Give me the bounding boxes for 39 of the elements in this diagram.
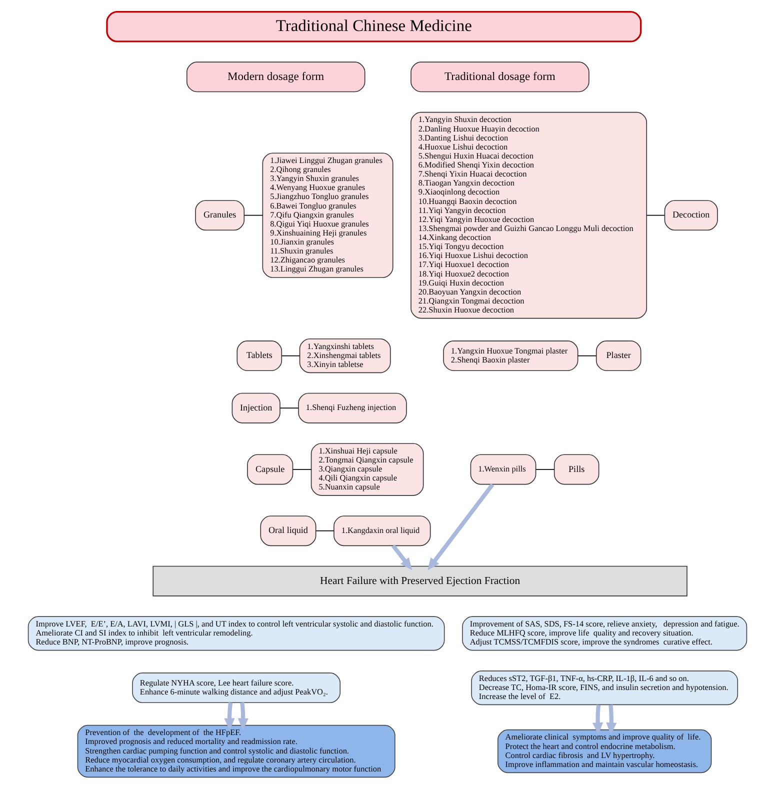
node-box: 1.Shenqi Fuzheng injection: [298, 392, 407, 424]
arrow: [428, 483, 494, 570]
node-box: 1.Jiawei Linggui Zhugan granules 2.Qihong granules 3.Yangyin Shuxin granules 4.Wenyang Huoxue granules 5.Jiangzhuo Tongluo granules 6.Bawei Tongluo granules 7.Qifu Qiangxin granules 8.Qigui Yiqi Huoxue granules 9.Xinshuaining Heji granules 10.Jianxin granules 11.Shuxin granules 12.Zhigancao granules 13.Linggui Zhugan granules: [262, 152, 394, 278]
arrow: [238, 702, 248, 730]
node-box: Traditional dosage form: [410, 62, 590, 92]
connector: [646, 214, 665, 216]
arrow: [391, 544, 412, 570]
node-box: Improve LVEF, E/E’, E/A, LAVI, LVMI, | GLS |, and UT index to control left ventricular systolic and diastolic function. Ameliorate CI and SI index to inhibit left ventricular remodeling. Reduce BNP, NT-ProBNP, improve prognosis.: [28, 616, 445, 651]
arrow: [606, 704, 617, 735]
connector: [316, 530, 334, 532]
node-box: 1.Yangyin Shuxin decoction 2.Danling Huoxue Huayin decoction 3.Danting Lishui decoction 4.Huoxue Lishui decoction 5.Shengui Huxin Huacai decoction 6.Modified Shenqi Yixin decoction 7.Shenqi Yixin Huacai decoction 8.Tiaogan Yangxin decoction 9.Xiaoqinlong decoction 10.Huangqi Baoxin decoction 11.Yiqi Yangyin decoction 12.Yiqi Yangyin Huoxue decoction 13.Shengmai powder and Guizhi Gancao Longgu Muli decoction 14.Xinkang decoction 15.Yiqi Tongyu decoction 16.Yiqi Huoxue Lishui decoction 17.Yiqi Huoxue1 decoction 18.Yiqi Huoxue2 decoction 19.Guiqi Huxin decoction 20.Baoyuan Yangxin decoction 21.Qiangxin Tongmai decoction 22.Shuxin Huoxue decoction: [410, 112, 648, 319]
node-box: Ameliorate clinical symptoms and improve quality of life. Protect the heart and control endocrine metabolism. Control cardiac fibrosis and LV hypertrophy. Improve inflammation and maintain vascular homeostasis.: [497, 729, 712, 774]
node-box: Prevention of the development of the HFpEF. Improved prognosis and reduced mortality and readmission rate. Strengthen cardiac pumping function and control systolic and diastolic function. Reduce myocardial oxygen consumption, and regulate coronary artery circulation. Enhance the tolerance to daily activities and improve the cardiopulmonary motor function: [77, 724, 396, 778]
node-box: 1.Yangxin Huoxue Tongmai plaster 2.Shenqi Baoxin plaster: [443, 340, 578, 372]
node-box: Tablets: [236, 340, 282, 372]
connector: [292, 469, 312, 470]
node-box: Traditional Chinese Medicine: [106, 11, 642, 42]
arrow: [224, 702, 235, 730]
connector: [536, 469, 554, 470]
arrow: [592, 704, 604, 735]
node-box: 1.Xinshuai Heji capsule 2.Tongmai Qiangxin capsule 3.Qiangxin capsule 4.Qili Qiangxin capsule 5.Nuanxin capsule: [310, 443, 424, 496]
node-box: Pills: [554, 454, 600, 485]
node-box: Granules: [195, 200, 245, 231]
node-box: Heart Failure with Preserved Ejection Fraction: [152, 566, 688, 596]
node-box: Plaster: [596, 340, 642, 372]
node-box: Oral liquid: [260, 516, 316, 546]
connector: [244, 214, 263, 216]
node-box: Injection: [232, 392, 280, 424]
connector: [578, 355, 597, 356]
node-box: 1.Yangxinshi tablets 2.Xinshengmai tablets 3.Xinyin tabletse: [299, 338, 391, 374]
node-box: Modern dosage form: [186, 62, 366, 92]
node-box: Improvement of SAS, SDS, FS-14 score, relieve anxiety, depression and fatigue. Reduce MLHFQ score, improve life quality and recovery situation. Adjust TCMSS/TCMFDIS score, improve the syndromes curative effect.: [462, 616, 748, 651]
connector: [281, 355, 300, 356]
node-box: 1.Wenxin pills: [470, 454, 536, 485]
node-box: Regulate NYHA score, Lee heart failure score. Enhance 6-minute walking distance and adjust PeakVO₂.: [132, 672, 341, 704]
node-box: Capsule: [247, 454, 294, 485]
node-box: Decoction: [664, 200, 718, 231]
node-box: Reduces sST2, TGF-β1, TNF-α, hs-CRP, IL-1β, IL-6 and so on. Decrease TC, Homa-IR score, FINS, and insulin secretion and hypotension. Increase the level of E2.: [471, 670, 738, 706]
node-box: 1.Kangdaxin oral liquid: [334, 516, 431, 546]
